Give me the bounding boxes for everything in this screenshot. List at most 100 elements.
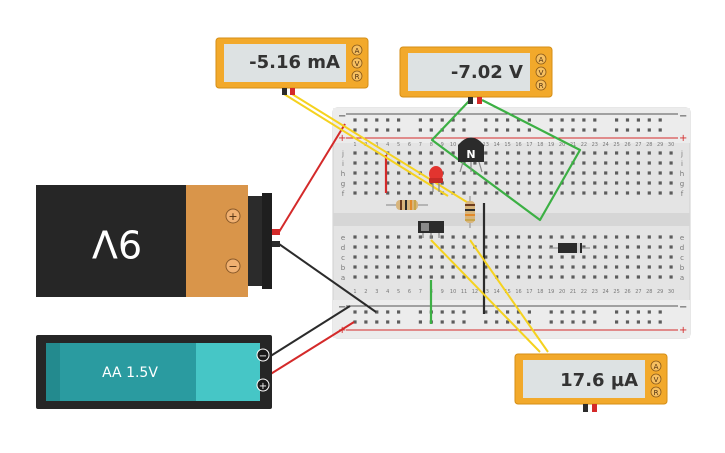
breadboard-hole[interactable] xyxy=(516,275,521,279)
breadboard-hole[interactable] xyxy=(647,245,651,249)
breadboard-hole[interactable] xyxy=(495,191,499,195)
wire-black-9v[interactable] xyxy=(278,243,377,313)
breadboard-hole[interactable] xyxy=(397,128,401,132)
breadboard-hole[interactable] xyxy=(658,128,662,132)
battery-aa-plus-terminal[interactable] xyxy=(256,378,270,392)
breadboard-hole[interactable] xyxy=(429,245,433,249)
breadboard-hole[interactable] xyxy=(407,235,412,239)
breadboard-hole[interactable] xyxy=(375,191,379,195)
breadboard-hole[interactable] xyxy=(462,310,466,314)
breadboard-hole[interactable] xyxy=(593,151,597,155)
breadboard-hole[interactable] xyxy=(636,171,640,175)
breadboard-hole[interactable] xyxy=(440,255,444,259)
breadboard-hole[interactable] xyxy=(658,171,662,175)
breadboard-hole[interactable] xyxy=(593,191,597,195)
breadboard-hole[interactable] xyxy=(473,275,477,279)
breadboard-hole[interactable] xyxy=(397,255,401,259)
breadboard-hole[interactable] xyxy=(516,191,521,195)
breadboard-hole[interactable] xyxy=(636,161,640,165)
breadboard-hole[interactable] xyxy=(397,151,401,155)
breadboard-hole[interactable] xyxy=(364,161,368,165)
breadboard-hole[interactable] xyxy=(353,191,357,195)
breadboard-hole[interactable] xyxy=(484,265,488,269)
breadboard-hole[interactable] xyxy=(582,245,586,249)
multimeter-2-probe-red[interactable] xyxy=(477,97,482,104)
mode-a-button[interactable] xyxy=(351,44,363,56)
breadboard-hole[interactable] xyxy=(625,245,630,249)
probe-m1-b[interactable] xyxy=(291,93,471,205)
breadboard-hole[interactable] xyxy=(615,151,619,155)
breadboard-hole[interactable] xyxy=(462,235,466,239)
battery-9v[interactable]: 9V + − xyxy=(36,185,280,297)
breadboard-hole[interactable] xyxy=(582,310,586,314)
breadboard-hole[interactable] xyxy=(538,181,542,185)
breadboard-hole[interactable] xyxy=(527,151,531,155)
npn-transistor[interactable]: N xyxy=(458,137,484,173)
breadboard-hole[interactable] xyxy=(560,161,564,165)
breadboard-hole[interactable] xyxy=(658,320,662,324)
breadboard-hole[interactable] xyxy=(462,255,466,259)
breadboard-hole[interactable] xyxy=(560,310,564,314)
breadboard-hole[interactable] xyxy=(658,255,662,259)
breadboard-hole[interactable] xyxy=(462,320,466,324)
breadboard-hole[interactable] xyxy=(506,245,510,249)
breadboard-hole[interactable] xyxy=(669,171,673,175)
battery-aa-holder[interactable]: AA 1.5V − + xyxy=(36,335,272,409)
breadboard-hole[interactable] xyxy=(462,118,466,122)
breadboard-hole[interactable] xyxy=(375,161,379,165)
breadboard-hole[interactable] xyxy=(386,320,390,324)
breadboard-hole[interactable] xyxy=(429,191,433,195)
breadboard-hole[interactable] xyxy=(386,310,390,314)
breadboard-hole[interactable] xyxy=(484,245,488,249)
breadboard-hole[interactable] xyxy=(516,255,521,259)
breadboard-hole[interactable] xyxy=(669,275,673,279)
breadboard-hole[interactable] xyxy=(604,255,608,259)
battery-9v-plus-terminal[interactable] xyxy=(225,208,241,224)
breadboard-hole[interactable] xyxy=(636,151,640,155)
breadboard-hole[interactable] xyxy=(440,181,444,185)
breadboard-hole[interactable] xyxy=(549,320,553,324)
breadboard-hole[interactable] xyxy=(440,118,444,122)
breadboard-hole[interactable] xyxy=(484,310,488,314)
breadboard-hole[interactable] xyxy=(418,255,422,259)
breadboard-hole[interactable] xyxy=(364,171,368,175)
multimeter-1-probe-red[interactable] xyxy=(290,88,295,95)
breadboard-hole[interactable] xyxy=(582,255,586,259)
breadboard-hole[interactable] xyxy=(549,118,553,122)
breadboard-hole[interactable] xyxy=(418,320,422,324)
breadboard-hole[interactable] xyxy=(495,310,499,314)
breadboard-hole[interactable] xyxy=(484,161,488,165)
breadboard-hole[interactable] xyxy=(549,128,553,132)
breadboard-hole[interactable] xyxy=(582,265,586,269)
breadboard-hole[interactable] xyxy=(560,118,564,122)
breadboard-hole[interactable] xyxy=(462,275,466,279)
breadboard-hole[interactable] xyxy=(386,245,390,249)
breadboard-hole[interactable] xyxy=(571,320,575,324)
breadboard-hole[interactable] xyxy=(669,265,673,269)
breadboard-hole[interactable] xyxy=(604,235,608,239)
breadboard-hole[interactable] xyxy=(484,255,488,259)
breadboard-hole[interactable] xyxy=(440,245,444,249)
breadboard-hole[interactable] xyxy=(473,265,477,269)
breadboard-hole[interactable] xyxy=(625,265,630,269)
breadboard-hole[interactable] xyxy=(658,245,662,249)
breadboard-hole[interactable] xyxy=(593,255,597,259)
breadboard-hole[interactable] xyxy=(658,181,662,185)
breadboard-hole[interactable] xyxy=(636,320,640,324)
breadboard-hole[interactable] xyxy=(527,171,531,175)
breadboard-hole[interactable] xyxy=(604,245,608,249)
breadboard-hole[interactable] xyxy=(451,171,455,175)
battery-aa-minus-terminal[interactable] xyxy=(256,348,270,362)
breadboard-hole[interactable] xyxy=(516,171,521,175)
diode[interactable] xyxy=(549,243,590,253)
breadboard-hole[interactable] xyxy=(462,245,466,249)
breadboard-hole[interactable] xyxy=(451,235,455,239)
breadboard-hole[interactable] xyxy=(506,235,510,239)
breadboard-hole[interactable] xyxy=(571,171,575,175)
breadboard-hole[interactable] xyxy=(549,275,553,279)
breadboard-hole[interactable] xyxy=(604,265,608,269)
breadboard-hole[interactable] xyxy=(625,161,630,165)
breadboard-hole[interactable] xyxy=(516,151,521,155)
breadboard-hole[interactable] xyxy=(669,245,673,249)
probe-m2-loop[interactable] xyxy=(430,99,582,222)
